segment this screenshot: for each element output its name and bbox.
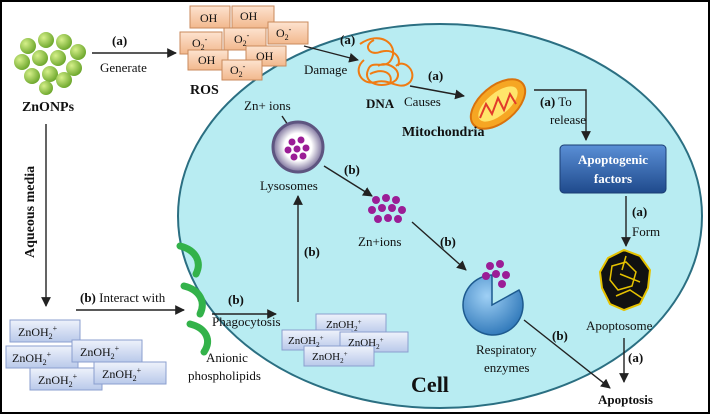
ros-o2-1: O2- (192, 35, 208, 52)
cell-label: Cell (411, 372, 449, 397)
ros-oh-3: OH (198, 53, 216, 67)
mitochondria-icon (469, 78, 527, 130)
arrow-lysosome-to-zn (323, 165, 373, 197)
znoh2-left-5: ZnOH2+ (102, 366, 142, 383)
generate-label: Generate (100, 60, 147, 75)
apoptogenic-box (559, 144, 667, 194)
phagocytosis-step: (b) (228, 292, 244, 307)
resp-apoptosis-step: (b) (552, 328, 568, 343)
anionic-label-1: Anionic (206, 350, 248, 365)
znoh2-cluster-cell (281, 313, 409, 367)
ros-cluster (179, 5, 309, 81)
znonps-cluster (14, 32, 86, 95)
ros-o2-4: O2- (230, 62, 246, 79)
phagocytosis-label: Phagocytosis (212, 314, 281, 329)
dna-label: DNA (366, 96, 395, 111)
dna-icon (357, 37, 414, 87)
zn-ions-cluster (368, 194, 406, 223)
znoh2-left-1: ZnOH2+ (18, 324, 58, 341)
release-text: (a) To (540, 94, 572, 109)
form-label: Form (632, 224, 660, 239)
anionic-label-2: phospholipids (188, 368, 261, 383)
respiratory-step: (b) (440, 234, 456, 249)
apoptogenic-label-2: factors (594, 171, 632, 186)
generate-step: (a) (112, 33, 127, 48)
znoh2-cell-2: ZnOH2+ (288, 334, 324, 349)
znoh2-cluster-left (5, 319, 167, 391)
release-label: release (550, 112, 586, 127)
apoptosis-step: (a) (628, 350, 643, 365)
znoh2-left-3: ZnOH2+ (80, 344, 120, 361)
zn-ions-top-label: Zn+ ions (244, 98, 291, 113)
causes-step: (a) (428, 68, 443, 83)
damage-label: Damage (304, 62, 348, 77)
ros-o2-3: O2- (276, 25, 292, 42)
znoh2-cell-1: ZnOH2+ (326, 318, 362, 333)
cell-body (177, 23, 703, 409)
arrow-damage (303, 45, 359, 63)
znoh2-cell-4: ZnOH2+ (312, 350, 348, 365)
arrow-causes (409, 85, 465, 100)
znoh2-cell-3: ZnOH2+ (348, 336, 384, 351)
lysosomes-label: Lysosomes (260, 178, 318, 193)
respiratory-label-1: Respiratory (476, 342, 537, 357)
lysosome-step: (b) (344, 162, 360, 177)
causes-label: Causes (404, 94, 441, 109)
apoptosis-label: Apoptosis (598, 392, 653, 407)
ros-label: ROS (190, 83, 219, 98)
respiratory-label-2: enzymes (484, 360, 529, 375)
lysosome-icon (271, 120, 325, 174)
ros-o2-2: O2- (234, 31, 250, 48)
arrow-release (534, 89, 591, 141)
apoptogenic-label-1: Apoptogenic (578, 152, 648, 167)
arrow-respiratory-to-apoptosis (523, 319, 611, 389)
apoptosome-label: Apoptosome (586, 318, 653, 333)
ros-oh-2: OH (240, 9, 258, 23)
respiratory-enzyme-icon (462, 260, 524, 336)
form-step: (a) (632, 204, 647, 219)
znoh2-left-2: ZnOH2+ (12, 350, 52, 367)
damage-step: (a) (340, 32, 355, 47)
znoh2-left-4: ZnOH2+ (38, 372, 78, 389)
anionic-phospholipids-icon (176, 242, 211, 356)
zn-ions-mid-label: Zn+ions (358, 234, 401, 249)
up-step: (b) (304, 244, 320, 259)
aqueous-label: Aqueous media (23, 166, 38, 258)
interact-text: (b) Interact with (80, 290, 166, 305)
ros-oh-1: OH (200, 11, 218, 25)
mitochondria-label: Mitochondria (402, 125, 484, 140)
znonps-label: ZnONPs (22, 100, 75, 115)
apoptosome-icon (598, 248, 652, 312)
ros-oh-4: OH (256, 49, 274, 63)
arrow-zn-to-respiratory (411, 221, 467, 271)
